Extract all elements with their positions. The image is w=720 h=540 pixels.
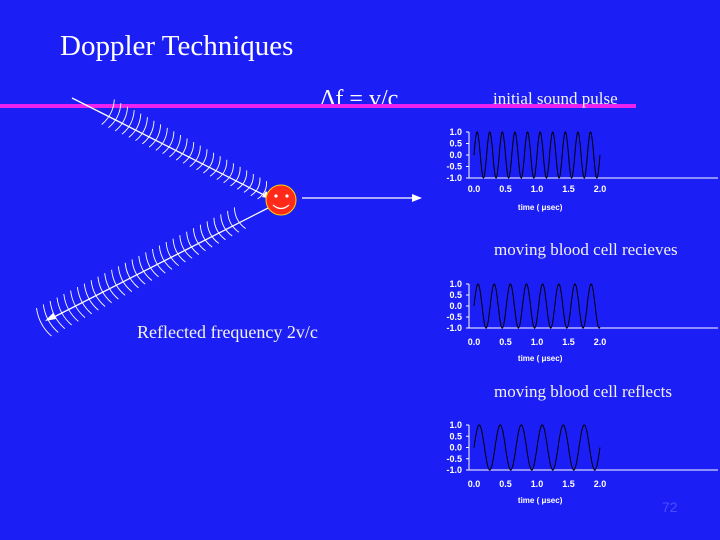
x-tick-label: 2.0 <box>594 479 607 489</box>
x-tick-label: 1.5 <box>562 479 575 489</box>
wavefront-arc-icon <box>203 153 213 173</box>
y-tick-label: -1.0 <box>446 465 462 475</box>
wavefront-arc-icon <box>193 228 205 251</box>
wavefront-arc-icon <box>200 225 212 247</box>
wavefront-arc-icon <box>230 167 240 186</box>
x-tick-label: 2.0 <box>594 184 607 194</box>
wavefront-arc-icon <box>183 142 194 163</box>
y-tick-label: 0.0 <box>449 301 462 311</box>
wavefront-arc-icon <box>190 146 201 167</box>
wavefront-arc-icon <box>122 110 134 134</box>
y-tick-label: 0.5 <box>449 290 462 300</box>
wavefront-arc-icon <box>234 207 245 228</box>
x-tick-label: 0.0 <box>468 184 481 194</box>
wavefront-arc-icon <box>102 100 115 125</box>
to-chart-arrowhead-icon <box>412 194 422 202</box>
y-tick-label: -1.0 <box>446 323 462 333</box>
wavefront-arc-icon <box>136 117 148 141</box>
wavefront-arc-icon <box>221 214 233 236</box>
wavefront-arc-icon <box>197 149 208 170</box>
wavefront-arc-icon <box>180 235 192 258</box>
x-tick-label: 1.5 <box>562 337 575 347</box>
wavefront-arc-icon <box>115 107 127 131</box>
y-tick-label: -0.5 <box>446 454 462 464</box>
x-tick-label: 0.5 <box>499 479 512 489</box>
wavefront-arc-icon <box>210 156 220 176</box>
wavefront-arc-icon <box>217 160 227 180</box>
wavefront-arc-icon <box>176 139 187 161</box>
waveform-series <box>474 132 600 178</box>
x-tick-label: 1.0 <box>531 479 544 489</box>
wavefront-arc-icon <box>129 114 141 138</box>
y-tick-label: 0.5 <box>449 139 462 149</box>
wavefront-arc-icon <box>163 131 174 153</box>
y-tick-label: 1.0 <box>449 279 462 289</box>
chart-title-initial: initial sound pulse <box>493 90 618 107</box>
wavefront-arc-icon <box>224 163 234 182</box>
x-axis-title: time ( μsec) <box>518 203 563 212</box>
wavefront-arc-icon <box>98 277 112 303</box>
y-tick-label: 1.0 <box>449 127 462 137</box>
wavefront-arc-icon <box>149 124 161 147</box>
reflected-arrow-icon <box>52 205 274 318</box>
wavefront-arc-icon <box>244 174 253 192</box>
y-tick-label: 0.5 <box>449 431 462 441</box>
x-axis-title: time ( μsec) <box>518 354 563 363</box>
x-tick-label: 0.0 <box>468 479 481 489</box>
waveform-series <box>474 284 600 328</box>
y-tick-label: 1.0 <box>449 420 462 430</box>
wavefront-arc-icon <box>187 232 199 255</box>
x-axis-title: time ( μsec) <box>518 496 563 505</box>
y-tick-label: -0.5 <box>446 162 462 172</box>
wavefront-arc-icon <box>169 135 180 157</box>
y-tick-label: 0.0 <box>449 150 462 160</box>
wavefront-arc-icon <box>108 103 121 128</box>
wavefront-arc-icon <box>228 211 239 232</box>
x-tick-label: 0.5 <box>499 337 512 347</box>
incident-arrow-icon <box>72 98 266 196</box>
x-tick-label: 0.0 <box>468 337 481 347</box>
x-tick-label: 0.5 <box>499 184 512 194</box>
wavefront-arc-icon <box>207 221 219 243</box>
y-tick-label: -1.0 <box>446 173 462 183</box>
x-tick-label: 2.0 <box>594 337 607 347</box>
waveform-series <box>474 425 600 470</box>
wavefront-arc-icon <box>105 273 119 299</box>
reflected-wavefronts <box>37 207 246 336</box>
chart-title-receives: moving blood cell recieves <box>494 241 678 258</box>
wavefront-arc-icon <box>214 218 226 240</box>
x-tick-label: 1.5 <box>562 184 575 194</box>
reflected-frequency-label: Reflected frequency 2v/c <box>137 323 318 341</box>
wavefront-arc-icon <box>142 121 154 144</box>
smiley-blood-cell-icon <box>266 185 296 215</box>
wavefront-arc-icon <box>173 239 185 262</box>
x-tick-label: 1.0 <box>531 337 544 347</box>
page-number: 72 <box>662 499 678 515</box>
wavefront-arc-icon <box>156 128 167 150</box>
wavefront-arc-icon <box>237 170 247 189</box>
x-tick-label: 1.0 <box>531 184 544 194</box>
y-tick-label: 0.0 <box>449 443 462 453</box>
y-tick-label: -0.5 <box>446 312 462 322</box>
chart-title-reflects: moving blood cell reflects <box>494 383 672 400</box>
